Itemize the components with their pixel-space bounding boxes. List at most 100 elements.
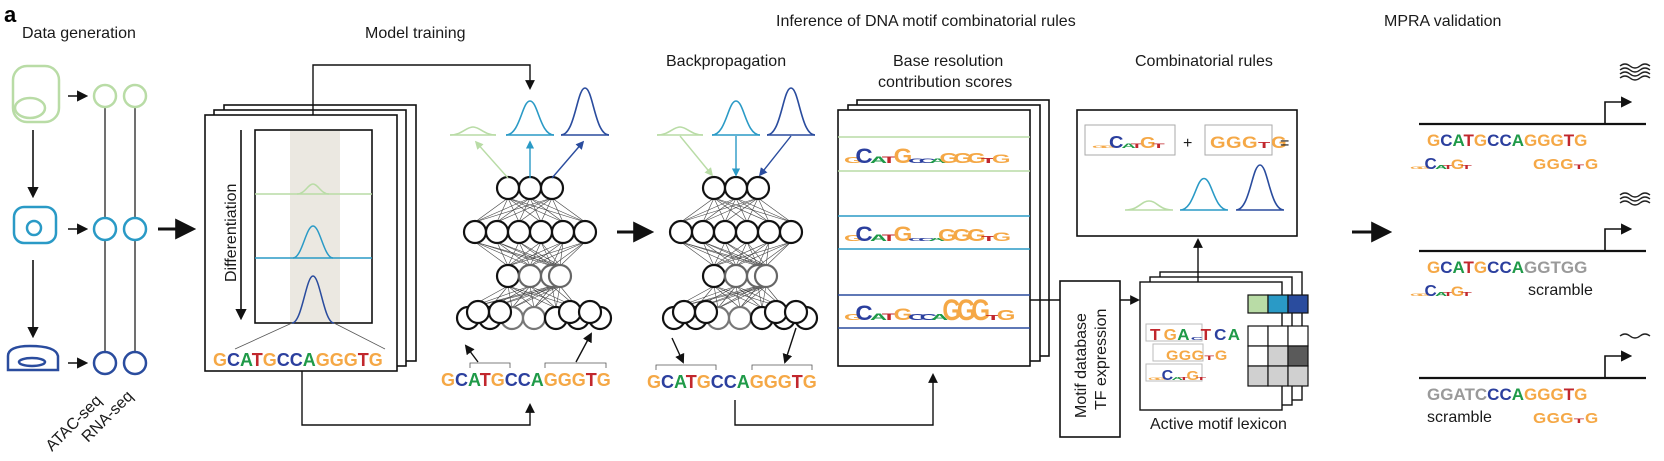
logo-letter: A — [1435, 292, 1447, 298]
logo-letter: G — [1226, 132, 1242, 151]
label-tf-expression: TF expression — [1093, 309, 1110, 410]
training-sequence: GCATGCCAGGGTG — [213, 350, 383, 370]
contribution-logo-stage1: GCATGCCAGGGTG — [844, 143, 1011, 168]
transcript-wave-icon — [1619, 71, 1651, 77]
logo-letter: G — [894, 143, 913, 168]
logo-letter: A — [928, 237, 946, 243]
logo-letter: A — [870, 232, 887, 243]
nn-node — [753, 263, 779, 289]
logo-letter: T — [1196, 376, 1207, 382]
atac-node-3 — [92, 350, 118, 376]
connector-labels-to-output — [312, 64, 535, 115]
rna-node-2 — [122, 216, 148, 242]
output-peak-stage2 — [505, 100, 555, 136]
contribution-logo-stage3: GCATGCCAGGGTG — [844, 292, 1015, 326]
logo-letter: C — [1191, 336, 1203, 341]
logo-letter: G — [1186, 369, 1198, 383]
nn-node — [487, 299, 513, 325]
lexicon-color-stage2 — [1267, 294, 1289, 314]
logo-letter: G — [953, 151, 972, 167]
dna-sequence: GCATGCCAGGTGG — [1427, 258, 1587, 277]
header-combinatorial-rules: Combinatorial rules — [1135, 53, 1273, 70]
nn-node — [701, 175, 727, 201]
logo-letter: T — [981, 156, 996, 164]
logo-letter: T — [1131, 143, 1143, 150]
logo-letter: G — [1210, 132, 1226, 151]
lexicon-matrix-cell — [1267, 325, 1289, 347]
logo-letter: G — [1148, 378, 1160, 381]
transcript-wave-icon — [1619, 333, 1651, 339]
nn-node — [723, 263, 749, 289]
logo-letter: T — [882, 232, 897, 243]
nn-backprop-output-arrows — [655, 327, 813, 370]
nn-node — [495, 175, 521, 201]
nn-node — [712, 219, 738, 245]
transcript-wave-icon — [1619, 67, 1651, 73]
nn-node — [547, 263, 573, 289]
logo-letter: T — [1574, 163, 1585, 171]
output-peak-stage1 — [449, 126, 497, 136]
nn-node — [465, 299, 491, 325]
nn-node — [723, 175, 749, 201]
logo-letter: G — [1417, 166, 1430, 170]
logo-letter: G — [1100, 145, 1116, 149]
logo-letter: C — [1162, 368, 1174, 384]
rule-motif1-box — [1084, 124, 1176, 156]
logo-letter: G — [1585, 157, 1598, 173]
lexicon-matrix-cell — [1247, 345, 1269, 367]
dna-sequence: GCATGCCAGGGTG — [1427, 131, 1587, 150]
logo-letter: G — [1192, 349, 1204, 364]
logo-letter: T — [1443, 292, 1454, 298]
logo-letter: G — [844, 234, 863, 243]
logo-letter: A — [929, 158, 947, 165]
rna-node-1 — [122, 83, 148, 109]
logo-letter: T — [1258, 141, 1271, 150]
rule-output-peaks — [1124, 164, 1285, 211]
nn-training-input-sequence: GCATGCCAGGGTG — [441, 370, 611, 390]
logo-letter: G — [967, 226, 986, 246]
logo-letter: G — [1533, 411, 1546, 427]
logo-letter: C — [855, 300, 872, 325]
nn-node — [495, 263, 521, 289]
logo-letter: T — [1461, 165, 1472, 171]
lexicon-matrix-cell — [1267, 365, 1289, 387]
logo-letter: T — [981, 234, 996, 242]
lexicon-color-stage3 — [1287, 294, 1309, 314]
transcript-wave-icon — [1619, 200, 1651, 206]
logo-letter: G — [844, 156, 863, 165]
logo-letter: G — [1155, 378, 1167, 381]
dna-sequence: GCATGCCAGGGTG — [213, 350, 383, 370]
logo-letter: A — [1121, 143, 1136, 150]
lexicon-color-stage1 — [1247, 294, 1269, 314]
neural-network-training — [455, 175, 613, 331]
transcript-wave-icon — [1619, 63, 1651, 69]
lexicon-matrix-cell — [1247, 325, 1269, 347]
logo-letter: G — [1417, 293, 1430, 297]
nn-node — [693, 299, 719, 325]
nn-node — [745, 175, 771, 201]
header-inference: Inference of DNA motif combinatorial rul… — [776, 13, 1076, 30]
logo-letter: C — [1214, 327, 1227, 344]
logo-letter: T — [1150, 327, 1161, 344]
logo-letter: G — [1140, 134, 1156, 152]
logo-letter: G — [939, 151, 958, 167]
nn-node — [517, 263, 543, 289]
logo-letter: G — [1215, 349, 1227, 364]
logo-letter: G — [997, 308, 1016, 324]
lexicon-stage-colors — [1247, 294, 1309, 314]
logo-letter: G — [952, 226, 971, 246]
logo-letter: T — [1179, 376, 1190, 382]
logo-letter: C — [920, 313, 937, 322]
logo-letter: G — [1092, 145, 1108, 149]
logo-letter: G — [1179, 349, 1191, 364]
panel-label: a — [4, 2, 17, 27]
lexicon-matrix-cell — [1247, 365, 1269, 387]
logo-letter: G — [1271, 132, 1287, 151]
logo-letter: T — [1204, 354, 1215, 361]
logo-letter: C — [1424, 156, 1437, 173]
contribution-scores-stack: GCATGCCAGGGTG GCATGCCAGGGTG GCATGCCAGGGT… — [837, 99, 1050, 367]
nn-node — [528, 219, 554, 245]
